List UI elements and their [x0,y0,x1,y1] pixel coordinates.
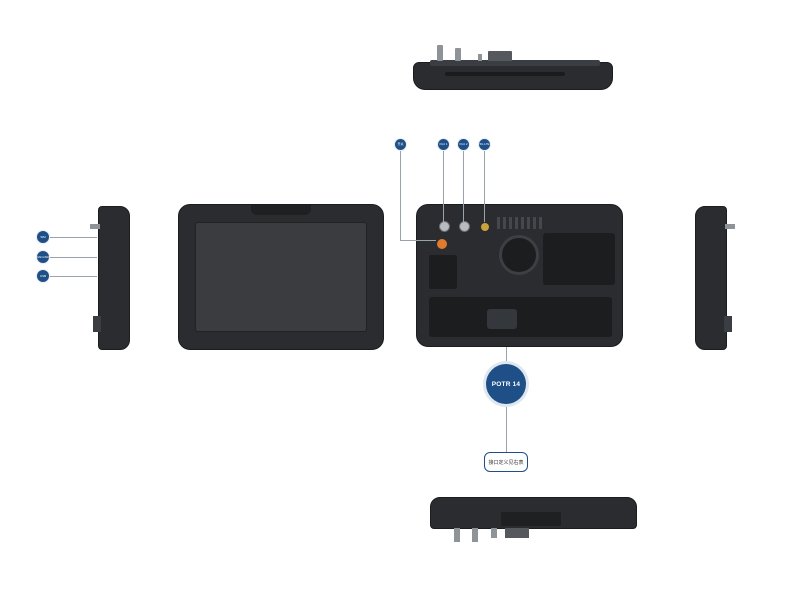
callout-dot-port3: 5G LTE [479,139,490,150]
left-side-latch [93,316,101,332]
callout-label-left-c: USB [39,273,47,278]
top-slot [445,72,565,76]
device-left-side-view [98,206,130,350]
callout-line-port1 [443,150,444,222]
callout-label-port2: Port 2 [459,142,468,146]
right-side-latch [724,316,732,332]
front-top-notch [251,205,311,215]
top-connector-2 [455,48,461,61]
device-top-ridge [430,60,600,66]
callout-dot-port2: Port 2 [458,139,469,150]
callout-label-left-a: SIM [40,234,46,239]
top-connector-3 [478,54,482,61]
front-screen [195,222,367,332]
device-bottom-view [430,497,637,529]
left-side-connector [90,224,100,229]
bottom-connector-1 [454,528,460,542]
callout-line-switch-h [400,240,436,241]
callout-dot-left-a: SIM [37,231,49,243]
callout-line-left-a [47,237,97,238]
callout-label-port1: Port 1 [439,142,448,146]
device-back-view [416,204,623,347]
top-block [488,51,512,61]
bottom-connector-2 [472,528,478,542]
callout-dot-port1: Port 1 [438,139,449,150]
device-front-view [178,204,384,350]
callout-dot-switch: 开关 [395,139,406,150]
top-connector-1 [437,45,443,61]
back-latch [487,309,517,329]
callout-line-port2 [463,150,464,222]
back-left-panel [429,255,457,289]
model-badge: POTR 14 [486,364,526,404]
callout-line-switch-v [400,150,401,240]
callout-label-left-b: MicroSD [37,254,49,259]
model-label: POTR 14 [491,380,521,388]
callout-label-switch: 开关 [397,142,404,146]
power-button[interactable] [437,239,447,249]
bottom-connector-3 [491,528,497,538]
interface-definition-button[interactable]: 接口定义见右表 [484,452,528,472]
callout-line-left-c [47,276,97,277]
back-panel-bottom [429,297,612,337]
device-right-side-view [695,206,727,350]
back-panel-right [543,233,615,285]
callout-label-port3: 5G LTE [479,142,490,146]
port1-connector [439,221,450,232]
interface-definition-label: 接口定义见右表 [488,459,524,466]
callout-line-left-b [47,257,97,258]
bottom-block [505,528,529,538]
port2-connector [459,221,470,232]
bottom-slot [501,512,561,526]
lte-connector [481,223,489,231]
callout-dot-left-c: USB [37,270,49,282]
back-fan [499,235,539,275]
back-grille [497,217,543,229]
device-top-view [413,62,613,90]
right-side-connector [725,224,735,229]
callout-line-port3 [484,150,485,222]
callout-dot-left-b: MicroSD [37,251,49,263]
